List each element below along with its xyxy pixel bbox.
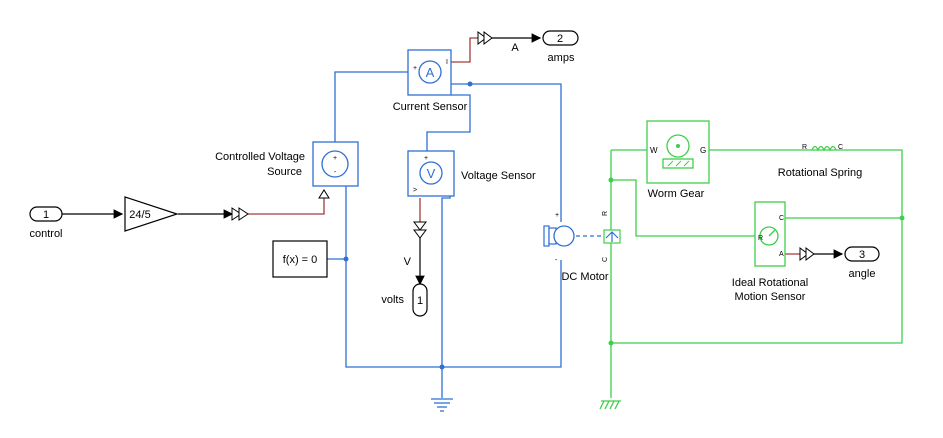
vs-gt: > (413, 187, 417, 194)
electrical-ground-icon[interactable] (431, 398, 453, 412)
junction-dot (467, 81, 473, 87)
solver-configuration[interactable]: f(x) = 0 (272, 240, 328, 278)
worm-gear-port-w: W (650, 146, 658, 155)
motor-plus: + (555, 212, 559, 219)
amps-signal-label: A (511, 42, 519, 54)
ps-converter-icon[interactable] (413, 221, 427, 239)
junction-dot (608, 340, 614, 346)
worm-gear-port-g: G (700, 146, 706, 155)
vs-plus: + (424, 155, 428, 162)
rotational-spring-label: Rotational Spring (778, 167, 862, 179)
outport-amps[interactable]: 2 amps A (511, 30, 579, 64)
ps-converter-icon[interactable] (231, 207, 249, 221)
outport-volts-number: 1 (417, 295, 423, 307)
inport-control-label: control (29, 228, 62, 240)
irms-port-r: R (758, 235, 763, 242)
outport-angle[interactable]: 3 angle (844, 246, 880, 280)
cs-plus: + (413, 65, 417, 72)
svg-text:R: R (602, 211, 609, 216)
dc-motor[interactable]: + - DC Motor (543, 212, 609, 283)
controlled-voltage-source[interactable]: + - Controlled Voltage Source (215, 141, 359, 187)
signal-wires (62, 33, 844, 286)
outport-angle-number: 3 (859, 249, 865, 261)
junction-dot (439, 364, 445, 370)
rotational-spring[interactable]: R C Rotational Spring (778, 144, 862, 179)
volts-signal-label: V (404, 256, 412, 268)
outport-amps-label: amps (548, 52, 575, 64)
outport-amps-number: 2 (557, 33, 563, 45)
dc-motor-label: DC Motor (561, 271, 608, 283)
mechanical-wires (610, 149, 903, 398)
junction-dot (899, 215, 905, 221)
junction-dot (343, 256, 349, 262)
svg-text:C: C (602, 257, 609, 262)
outport-angle-label: angle (849, 268, 876, 280)
inport-control-number: 1 (43, 209, 49, 221)
gain-block[interactable]: 24/5 (124, 196, 179, 232)
irms-port-a: A (779, 251, 784, 258)
irms-label-line1: Ideal Rotational (732, 277, 808, 289)
ps-converter-icon[interactable] (799, 247, 815, 261)
inport-control[interactable]: 1 control (29, 206, 63, 240)
outport-volts[interactable]: 1 volts V (381, 256, 428, 317)
cvs-label-line1: Controlled Voltage (215, 151, 305, 163)
solver-label: f(x) = 0 (283, 254, 318, 266)
worm-gear-label: Worm Gear (648, 188, 705, 200)
mechanical-reference-icon[interactable] (599, 400, 621, 410)
irms-port-c: C (779, 215, 784, 222)
voltage-sensor-label: Voltage Sensor (461, 170, 536, 182)
cvs-minus: - (334, 169, 337, 176)
current-sensor-symbol: A (426, 65, 435, 80)
spring-port-r: R (802, 144, 807, 151)
motor-mech-port: R C (602, 211, 621, 262)
cvs-input-port (318, 189, 330, 199)
cvs-label-line2: Source (267, 166, 302, 178)
gain-value: 24/5 (129, 209, 150, 221)
outport-volts-label: volts (381, 294, 404, 306)
cvs-plus: + (333, 155, 337, 162)
voltage-sensor-symbol: V (427, 166, 436, 181)
spring-port-c: C (838, 144, 843, 151)
current-sensor[interactable]: A + I Current Sensor (393, 49, 468, 113)
cs-i: I (446, 59, 448, 66)
worm-gear[interactable]: W G Worm Gear (646, 120, 710, 200)
motor-minus: - (555, 257, 558, 264)
ps-converter-icon[interactable] (477, 31, 493, 45)
physical-signal-wires (248, 37, 800, 255)
ideal-rotational-motion-sensor[interactable]: R C A Ideal Rotational Motion Sensor (732, 201, 808, 303)
current-sensor-label: Current Sensor (393, 101, 468, 113)
voltage-sensor[interactable]: V + > Voltage Sensor (407, 150, 536, 197)
irms-label-line2: Motion Sensor (735, 291, 806, 303)
junction-dot (608, 177, 614, 183)
